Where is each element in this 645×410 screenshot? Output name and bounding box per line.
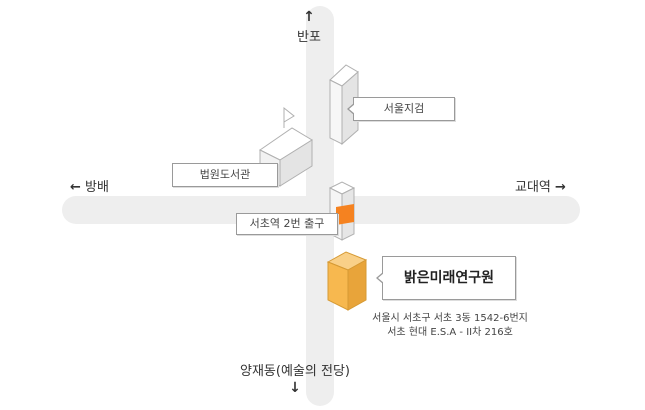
arrow-right-icon: → (555, 180, 566, 195)
subway-exit-label: 서초역 2번 출구 (236, 213, 338, 235)
direction-east-label: 교대역 (515, 180, 551, 195)
seoul-prosecutors-building (329, 64, 359, 146)
court-library-label: 법원도서관 (172, 163, 278, 187)
arrow-up-icon: ↑ (303, 9, 315, 25)
destination-label: 밝은미래연구원 (376, 256, 516, 300)
direction-west-label: 방배 (85, 180, 109, 195)
arrow-down-icon: ↓ (289, 380, 301, 396)
direction-east: 교대역 → (515, 176, 566, 195)
destination-address: 서울시 서초구 서초 3동 1542-6번지 서초 현대 E.S.A - II차… (366, 312, 534, 340)
seoul-prosecutors-label: 서울지검 (347, 97, 455, 121)
direction-south-label: 양재동(예술의 전당) (240, 364, 350, 379)
direction-north-label: 반포 (297, 30, 321, 45)
destination-building (326, 251, 368, 311)
address-line-1: 서울시 서초구 서초 3동 1542-6번지 (372, 313, 528, 324)
direction-west: ← 방배 (70, 176, 109, 195)
direction-north: ↑ 반포 (294, 10, 324, 45)
address-line-2: 서초 현대 E.S.A - II차 216호 (387, 327, 513, 338)
direction-south: 양재동(예술의 전당) ↓ (208, 360, 382, 395)
arrow-left-icon: ← (70, 180, 81, 195)
